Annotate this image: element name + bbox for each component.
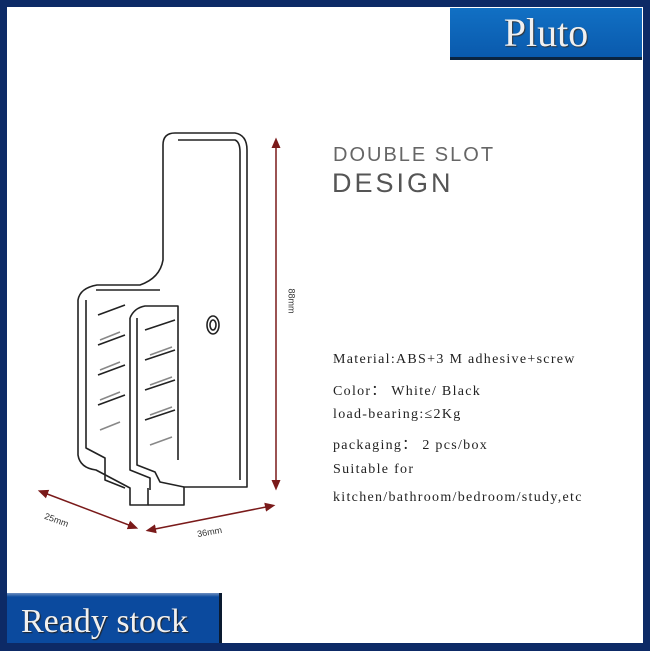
height-label: 88mm	[286, 288, 297, 314]
brand-logo: Pluto	[450, 8, 642, 60]
product-image-canvas	[7, 7, 643, 643]
heading-line2: DESIGN	[332, 168, 454, 198]
spec-color: Color： White/ Black	[333, 384, 482, 399]
spec-packaging: packaging： 2 pcs/box	[333, 438, 489, 453]
spec-suitable: Suitable for	[333, 462, 415, 477]
dimension-arrows	[37, 137, 281, 534]
spec-load: load-bearing:≤2Kg	[333, 407, 462, 422]
width-arrow	[145, 502, 276, 534]
depth-arrow	[37, 489, 139, 530]
heading-line1: DOUBLE SLOT	[333, 144, 496, 166]
screw-hole-icon	[206, 315, 220, 335]
spec-rooms: kitchen/bathroom/bedroom/study,etc	[333, 490, 583, 505]
ready-stock-badge: Ready stock	[7, 593, 222, 643]
spec-material: Material:ABS+3 M adhesive+screw	[333, 352, 576, 367]
wall-holder-outline	[77, 132, 248, 506]
